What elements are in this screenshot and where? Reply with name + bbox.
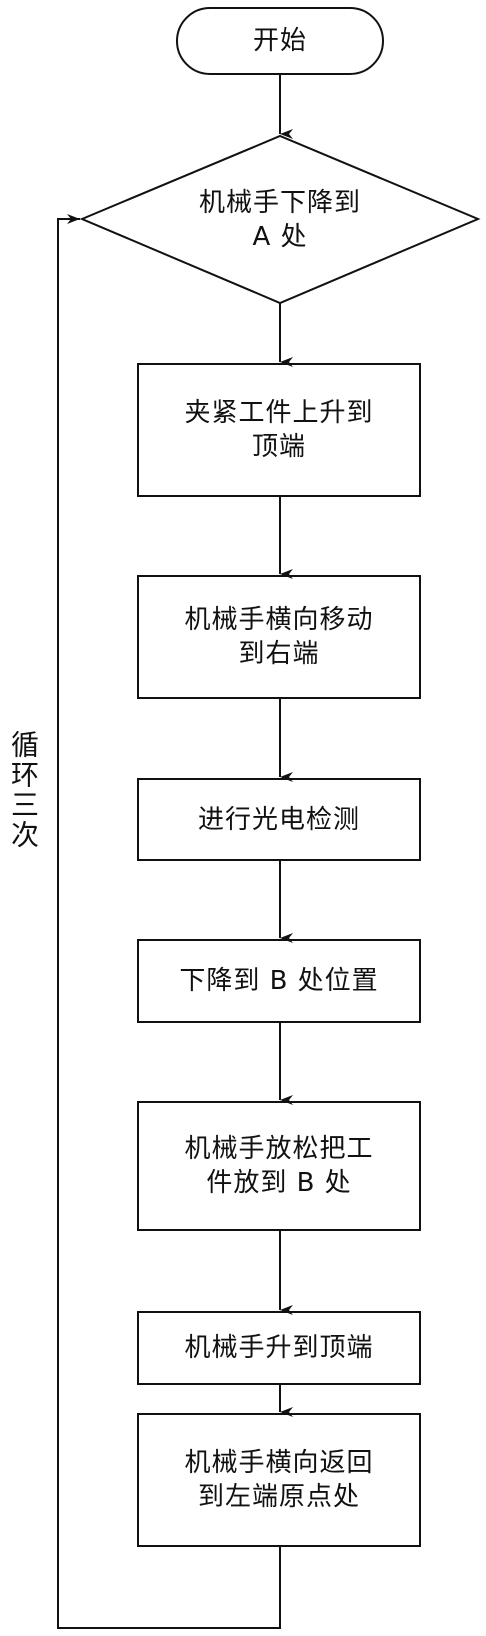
step-2-line-2: 到右端	[238, 639, 320, 669]
step-6-label: 机械手升到顶端	[138, 1312, 420, 1384]
step-7-line-1: 机械手横向返回	[184, 1448, 374, 1478]
loop-label: 循环三次	[7, 730, 40, 850]
decision-label-line-1: 机械手下降到	[198, 188, 361, 218]
step-2-label: 机械手横向移动 到右端	[138, 576, 420, 698]
step-5-label: 机械手放松把工 件放到 B 处	[138, 1102, 420, 1230]
process-box-5	[137, 1101, 421, 1231]
step-2-line-1: 机械手横向移动	[184, 605, 374, 635]
loop-back-line	[57, 214, 281, 1629]
step-1-line-2: 顶端	[251, 432, 306, 462]
step-3-line-1: 进行光电检测	[197, 804, 360, 835]
start-label: 开始	[252, 26, 307, 56]
step-4-label: 下降到 B 处位置	[138, 940, 420, 1022]
step-5-line-1: 机械手放松把工	[184, 1134, 374, 1164]
step-6-line-1: 机械手升到顶端	[184, 1333, 374, 1363]
step-4-line-1: 下降到 B 处位置	[179, 966, 379, 996]
process-box-1	[137, 363, 421, 497]
process-box-4	[137, 939, 421, 1023]
step-7-line-2: 到左端原点处	[197, 1482, 360, 1512]
process-box-6	[137, 1311, 421, 1385]
step-1-line-1: 夹紧工件上升到	[184, 398, 374, 428]
decision-diamond	[79, 134, 481, 305]
decision-label-line-2: A 处	[252, 222, 308, 252]
decision-label: 机械手下降到 A 处	[140, 180, 420, 260]
step-3-label: 进行光电检测	[138, 779, 420, 860]
step-5-line-2: 件放到 B 处	[206, 1168, 352, 1198]
process-box-3	[137, 778, 421, 861]
step-7-label: 机械手横向返回 到左端原点处	[138, 1414, 420, 1546]
step-1-label: 夹紧工件上升到 顶端	[138, 364, 420, 496]
process-box-7	[137, 1413, 421, 1547]
